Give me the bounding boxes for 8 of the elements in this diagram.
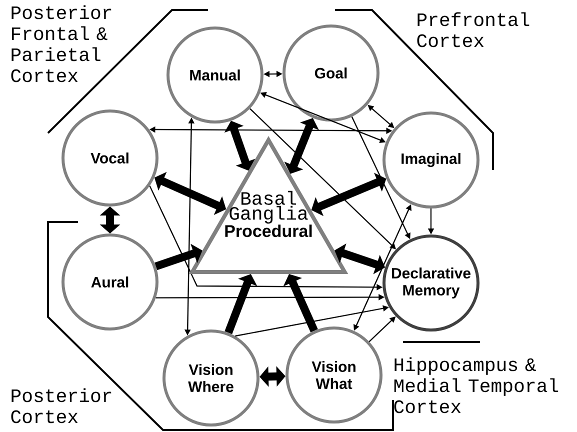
thick-arrow <box>100 206 120 234</box>
thick-arrow <box>154 244 202 270</box>
thick-arrow <box>283 274 318 332</box>
region-label: Hippocampus & Medial Temporal Cortex <box>394 357 558 414</box>
region-label: Posterior Cortex <box>11 388 112 424</box>
region-label: Prefrontal Cortex <box>417 12 530 48</box>
thick-arrow <box>260 366 286 387</box>
region-label: Posterior Frontal & Parietal Cortex <box>11 5 112 82</box>
